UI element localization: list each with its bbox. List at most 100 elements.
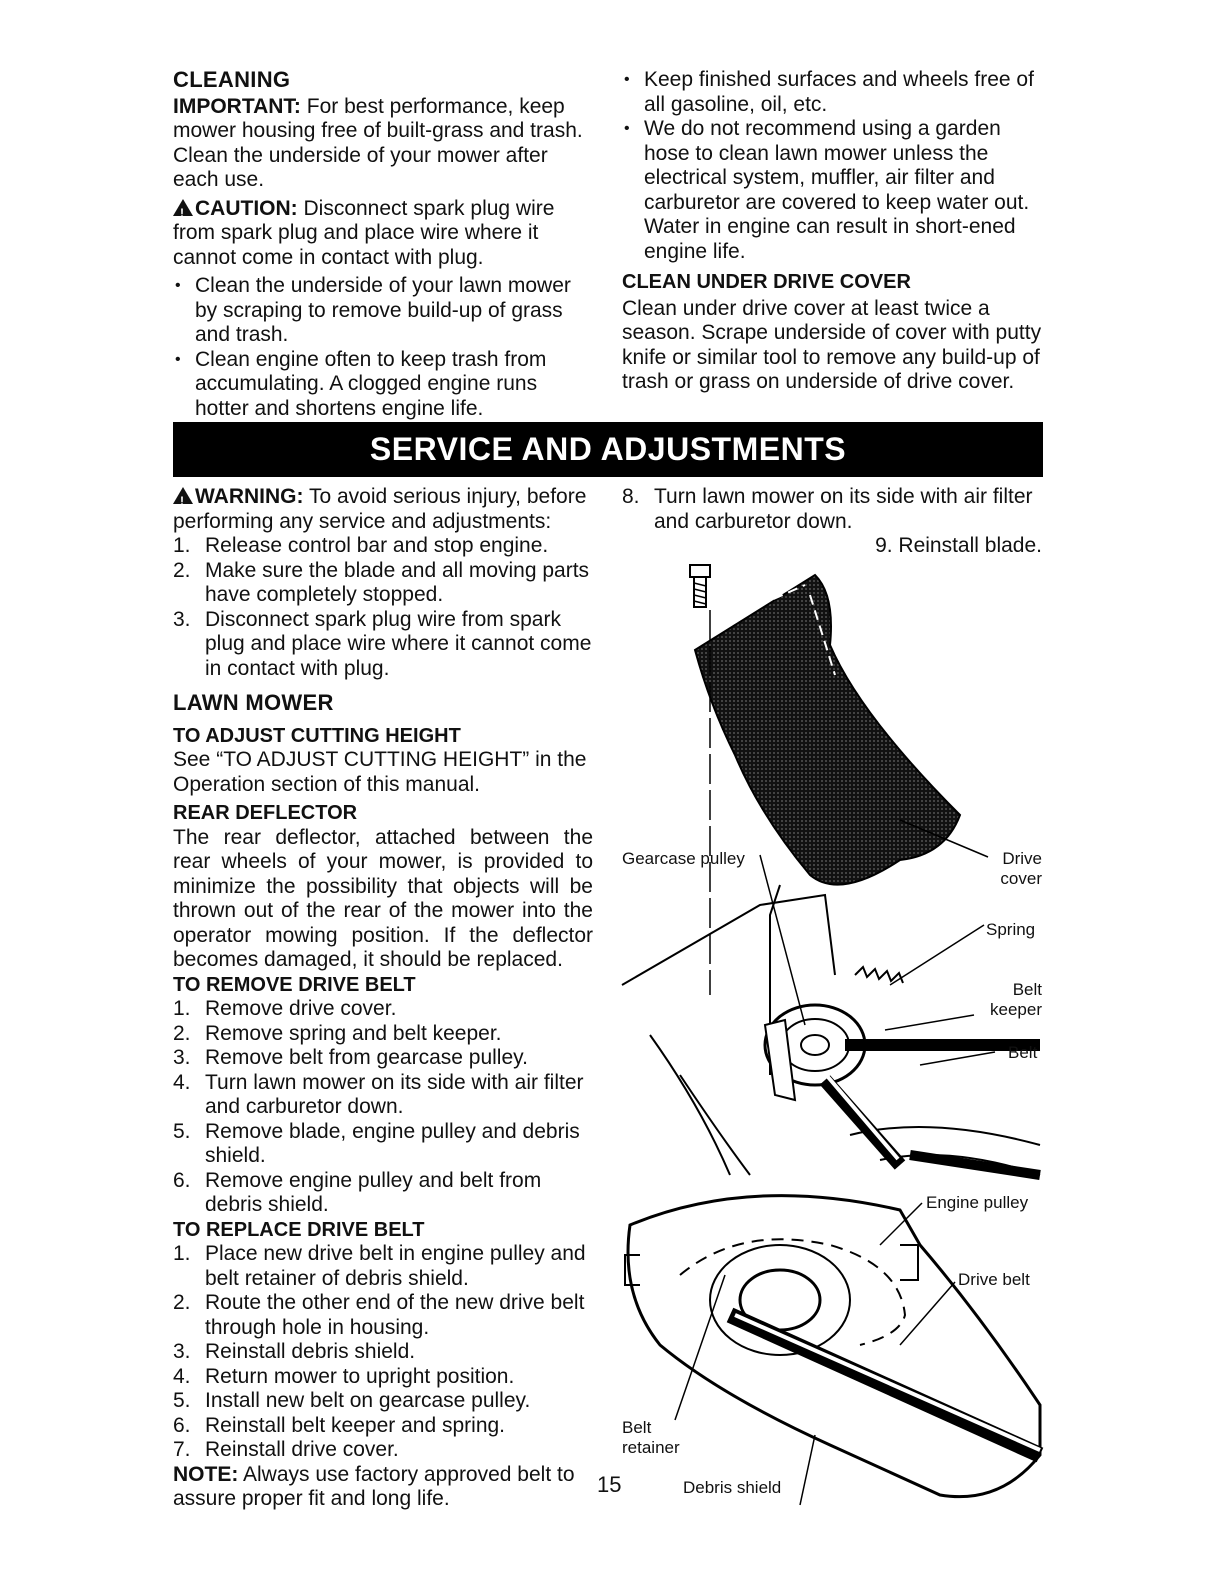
- step-text: Reinstall debris shield.: [205, 1340, 416, 1363]
- step-number: 1.: [173, 1242, 191, 1265]
- step-text: Turn lawn mower on its side with air fil…: [205, 1070, 584, 1119]
- drive-cover-text: Clean under drive cover at least twice a…: [622, 296, 1042, 394]
- warning-step: 2. Make sure the blade and all moving par…: [173, 559, 593, 608]
- step-text: Route the other end of the new drive bel…: [205, 1291, 585, 1339]
- drive-cover-title: CLEAN UNDER DRIVE COVER: [622, 271, 911, 293]
- label-drive-belt: Drive belt: [958, 1270, 1030, 1289]
- remove-belt-title: TO REMOVE DRIVE BELT: [173, 973, 416, 996]
- cleaning-title: CLEANING: [173, 67, 291, 92]
- label-debris-shield: Debris shield: [683, 1478, 782, 1497]
- replace-belt-step: 5. Install new belt on gearcase pulley.: [173, 1389, 593, 1414]
- step-number: 4.: [173, 1070, 191, 1094]
- step-9: 9. Reinstall blade.: [875, 534, 1042, 557]
- note-paragraph: NOTE: Always use factory approved belt t…: [173, 1463, 593, 1512]
- note-label: NOTE:: [173, 1462, 239, 1486]
- cleaning-left-column: CLEANING IMPORTANT: For best performance…: [173, 67, 593, 422]
- caution-icon: [173, 198, 193, 225]
- step-8-number: 8.: [622, 485, 640, 508]
- screw-part: [689, 564, 711, 995]
- debris-shield-part: [624, 1194, 1044, 1499]
- cleaning-bullet-3: Keep finished surfaces and wheels free o…: [622, 68, 1042, 117]
- step-text: Remove blade, engine pulley and debris s…: [205, 1119, 580, 1168]
- replace-belt-steps: 1. Place new drive belt in engine pulley …: [173, 1242, 593, 1463]
- step-text: Release control bar and stop engine.: [205, 534, 549, 557]
- step-text: Remove engine pulley and belt from debri…: [205, 1168, 542, 1217]
- step-number: 3.: [173, 1340, 191, 1363]
- warning-step: 3. Disconnect spark plug wire from spark …: [173, 608, 593, 682]
- label-gearcase-pulley: Gearcase pulley: [622, 849, 745, 868]
- lawn-mower-title: LAWN MOWER: [173, 690, 334, 715]
- label-spring: Spring: [986, 920, 1036, 939]
- replace-belt-step: 1. Place new drive belt in engine pulley …: [173, 1242, 593, 1291]
- step-text: Make sure the blade and all moving parts…: [205, 558, 590, 607]
- step-number: 2.: [173, 1291, 191, 1314]
- adjust-height-title: TO ADJUST CUTTING HEIGHT: [173, 724, 461, 747]
- service-left-column: WARNING: To avoid serious injury, before…: [173, 485, 593, 1512]
- remove-belt-step: 5. Remove blade, engine pulley and debris…: [173, 1120, 593, 1169]
- cleaning-bullet-4: We do not recommend using a garden hose …: [622, 117, 1042, 264]
- step-number: 2.: [173, 558, 191, 582]
- warning-steps: 1.Release control bar and stop engine.2.…: [173, 534, 593, 681]
- replace-belt-step: 2. Route the other end of the new drive b…: [173, 1291, 593, 1340]
- rear-deflector-text: The rear deflector, attached between the…: [173, 825, 593, 972]
- remove-belt-steps: 1. Remove drive cover.2.Remove spring and…: [173, 997, 593, 1218]
- label-belt-retainer: Belt retainer: [622, 1418, 680, 1457]
- step-8-text: Turn lawn mower on its side with air fil…: [654, 485, 1033, 533]
- step-text: Reinstall belt keeper and spring.: [205, 1413, 506, 1437]
- drive-cover-part: [693, 573, 962, 886]
- step-number: 3.: [173, 1046, 191, 1069]
- step-number: 3.: [173, 607, 191, 631]
- remove-belt-step: 3. Remove belt from gearcase pulley.: [173, 1046, 593, 1071]
- step-text: Reinstall drive cover.: [205, 1438, 399, 1461]
- warning-text: To avoid serious injury, before performi…: [173, 485, 587, 533]
- page-number: 15: [597, 1472, 622, 1497]
- step-number: 2.: [173, 1021, 191, 1045]
- caution-label: CAUTION:: [195, 196, 298, 220]
- step-number: 6.: [173, 1413, 191, 1437]
- spring-part: [854, 965, 904, 984]
- warning-label: WARNING:: [195, 485, 304, 508]
- drive-belt-diagram: [621, 564, 1044, 1506]
- replace-belt-title: TO REPLACE DRIVE BELT: [173, 1218, 425, 1241]
- step-number: 5.: [173, 1389, 191, 1412]
- step-text: Disconnect spark plug wire from spark pl…: [205, 607, 592, 680]
- replace-belt-step: 3. Reinstall debris shield.: [173, 1340, 593, 1365]
- important-paragraph: IMPORTANT: For best performance, keep mo…: [173, 95, 593, 193]
- step-number: 6.: [173, 1168, 191, 1192]
- step-number: 5.: [173, 1119, 191, 1143]
- replace-belt-step: 6. Reinstall belt keeper and spring.: [173, 1414, 593, 1439]
- cleaning-right-column: Keep finished surfaces and wheels free o…: [622, 68, 1042, 395]
- caution-text: Disconnect spark plug wire from spark pl…: [173, 196, 555, 269]
- leader-lines: [674, 819, 996, 1506]
- remove-belt-step: 1. Remove drive cover.: [173, 997, 593, 1022]
- cleaning-bullet-2: Clean engine often to keep trash from ac…: [173, 348, 593, 422]
- remove-belt-step: 4. Turn lawn mower on its side with air f…: [173, 1071, 593, 1120]
- step-text: Remove drive cover.: [205, 997, 397, 1020]
- label-drive-cover: Drive cover: [1000, 849, 1042, 888]
- rear-deflector-title: REAR DEFLECTOR: [173, 802, 358, 824]
- step-number: 7.: [173, 1438, 191, 1461]
- step-number: 4.: [173, 1364, 191, 1388]
- remove-belt-step: 2.Remove spring and belt keeper.: [173, 1022, 593, 1047]
- replace-belt-step: 4. Return mower to upright position.: [173, 1365, 593, 1390]
- step-text: Remove belt from gearcase pulley.: [205, 1046, 528, 1069]
- step-number: 1.: [173, 997, 191, 1020]
- important-text: For best performance, keep mower housing…: [173, 94, 583, 192]
- note-text: Always use factory approved belt to assu…: [173, 1462, 575, 1511]
- warning-paragraph: WARNING: To avoid serious injury, before…: [173, 485, 593, 534]
- label-belt: Belt: [1008, 1043, 1038, 1062]
- replace-belt-step: 7. Reinstall drive cover.: [173, 1438, 593, 1463]
- important-label: IMPORTANT:: [173, 94, 301, 118]
- warning-icon: [173, 487, 193, 514]
- service-right-column: 8. Turn lawn mower on its side with air f…: [622, 485, 1042, 559]
- step-number: 1.: [173, 534, 191, 557]
- step-text: Install new belt on gearcase pulley.: [205, 1389, 531, 1412]
- step-8: 8. Turn lawn mower on its side with air f…: [622, 485, 1042, 534]
- warning-step: 1. Release control bar and stop engine.: [173, 534, 593, 559]
- remove-belt-step: 6. Remove engine pulley and belt from deb…: [173, 1169, 593, 1218]
- step-text: Place new drive belt in engine pulley an…: [205, 1242, 586, 1290]
- label-belt-keeper: Belt keeper: [990, 980, 1042, 1019]
- section-banner: SERVICE AND ADJUSTMENTS: [173, 422, 1043, 477]
- cleaning-bullet-1: Clean the underside of your lawn mower b…: [173, 274, 593, 348]
- step-text: Return mower to upright position.: [205, 1364, 515, 1388]
